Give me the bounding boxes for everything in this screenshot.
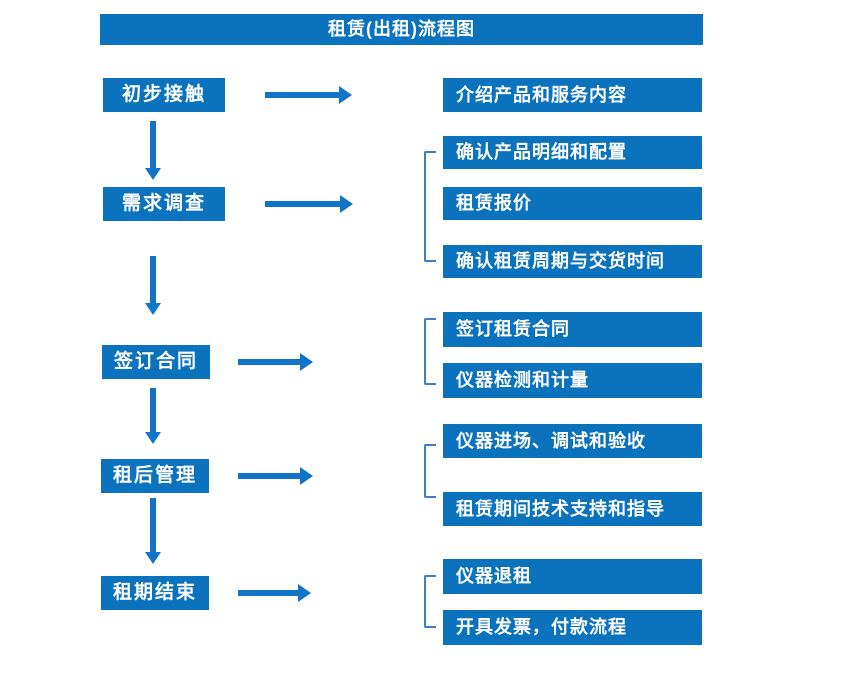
arrow-down-icon-1: [145, 121, 161, 180]
arrow-right-icon-4: [238, 467, 313, 485]
detail-box-technical-support: 租赁期间技术支持和指导: [443, 492, 702, 526]
detail-box-confirm-product-details: 确认产品明细和配置: [443, 136, 702, 169]
detail-box-instrument-return: 仪器退租: [443, 559, 702, 594]
flowchart-title: 租赁(出租)流程图: [100, 14, 703, 45]
arrow-down-icon-2: [145, 256, 161, 315]
bracket-icon-group-4: [424, 444, 436, 498]
step-box-rental-end: 租期结束: [101, 576, 209, 610]
arrow-down-icon-3: [145, 388, 161, 444]
detail-box-instrument-testing: 仪器检测和计量: [443, 363, 702, 398]
bracket-icon-group-3: [424, 318, 436, 385]
detail-box-introduce-products: 介绍产品和服务内容: [443, 78, 702, 112]
step-box-initial-contact: 初步接触: [103, 78, 225, 112]
arrow-right-icon-3: [238, 353, 313, 371]
arrow-down-icon-4: [145, 498, 161, 564]
detail-box-invoice-payment: 开具发票，付款流程: [443, 610, 702, 645]
bracket-icon-group-2: [424, 151, 436, 262]
detail-box-confirm-rental-period: 确认租赁周期与交货时间: [443, 245, 702, 278]
step-box-demand-survey: 需求调查: [103, 187, 225, 221]
arrow-right-icon-2: [265, 195, 353, 213]
detail-box-sign-rental-contract: 签订租赁合同: [443, 312, 702, 347]
detail-box-rental-quotation: 租赁报价: [443, 187, 702, 220]
arrow-right-icon-5: [238, 584, 311, 602]
step-box-post-rental-management: 租后管理: [101, 459, 209, 493]
arrow-right-icon-1: [265, 86, 352, 104]
detail-box-instrument-setup-acceptance: 仪器进场、调试和验收: [443, 424, 702, 458]
bracket-icon-group-5: [424, 575, 436, 628]
step-box-sign-contract: 签订合同: [102, 345, 210, 379]
